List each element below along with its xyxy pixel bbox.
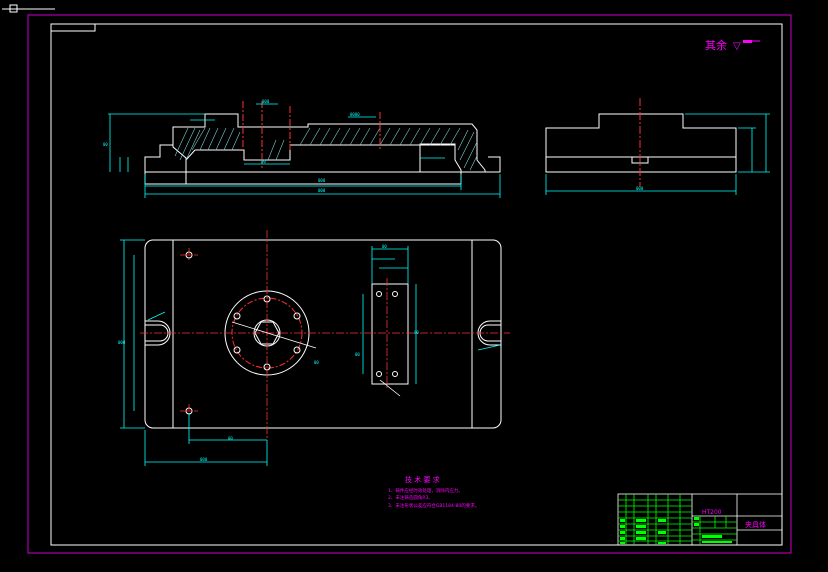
roughness-label: 其余: [705, 38, 727, 52]
inner-frame: [50, 23, 783, 546]
svg-text:0000: 0000: [350, 112, 360, 117]
title-block: [617, 493, 783, 546]
svg-text:00: 00: [355, 352, 360, 357]
title-block-material: HT200: [702, 509, 722, 516]
svg-text:00: 00: [261, 159, 266, 164]
title-block-part-name: 夹具体: [745, 520, 766, 529]
frame-tab: [50, 23, 96, 32]
plan-view: 000 00 000 00 00 00 00: [118, 230, 510, 466]
svg-text:000: 000: [200, 457, 208, 462]
svg-text:000: 000: [262, 99, 270, 104]
roughness-symbol-icon: ▽: [733, 41, 741, 52]
cursor-crosshair: [2, 4, 55, 13]
tech-req-item-2: 2、未注铸造圆角R3。: [388, 494, 433, 501]
front-section-view: 000 000 00 000 0000 00: [103, 99, 501, 198]
tech-req-title: 技 术 要 求: [405, 475, 440, 484]
technical-requirements: 技 术 要 求 1、铸件应经时效处理，消除内应力。 2、未注铸造圆角R3。 3、…: [388, 475, 479, 509]
svg-text:000: 000: [118, 340, 126, 345]
roughness-note: 其余 ▽: [705, 38, 760, 52]
svg-text:000: 000: [636, 186, 644, 191]
svg-text:000: 000: [318, 178, 326, 183]
tech-req-item-3: 3、未注形状公差应符合GB1184-80的要求。: [388, 502, 479, 509]
side-view: 000: [545, 98, 770, 195]
svg-text:00: 00: [228, 436, 233, 441]
tech-req-item-1: 1、铸件应经时效处理，消除内应力。: [388, 487, 463, 494]
svg-text:00: 00: [382, 244, 387, 249]
svg-text:000: 000: [318, 188, 326, 193]
outer-border: [27, 14, 792, 554]
svg-text:00: 00: [103, 142, 108, 147]
svg-text:00: 00: [314, 360, 319, 365]
svg-text:00: 00: [414, 330, 419, 335]
